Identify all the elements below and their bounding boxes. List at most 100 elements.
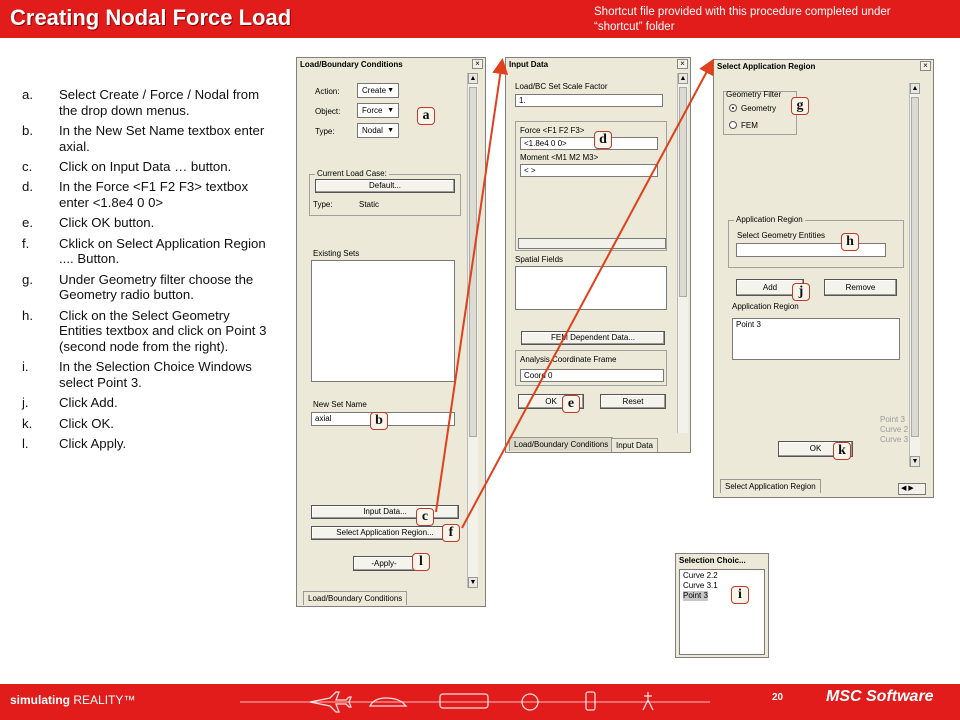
phone-icon [585,691,596,711]
region-item[interactable]: Point 3 [736,320,761,329]
step-text: Select Create / Force / Nodal from the d… [59,87,260,118]
scroll-down-icon[interactable]: ▼ [468,577,478,588]
step-text: Click OK button. [59,215,155,231]
msc-logo: MSC Software [826,688,934,705]
moment-field[interactable]: < > [520,164,658,177]
step-letter: j. [22,395,29,411]
sar-window: Select Application Region × Geometry Fil… [713,59,934,498]
load-case-label: Current Load Case: [315,169,389,178]
type-dropdown[interactable]: Nodal ▼ [357,123,399,138]
arrow-c-to-input-data [435,58,509,513]
list-item[interactable]: Curve 3.1 [683,581,718,590]
tab-input-data[interactable]: Input Data [611,438,658,452]
tab-lbc[interactable]: Load/Boundary Conditions [303,591,408,605]
callout-b: b [370,412,388,430]
acf-label: Analysis Coordinate Frame [520,355,617,364]
callout-g: g [791,97,809,115]
step-h: h. Click on the Select Geometry Entities … [22,308,274,355]
step-d: d.In the Force <F1 F2 F3> textbox enter … [22,179,274,210]
scale-factor-field[interactable]: 1. [515,94,663,107]
brand-thin: REALITY™ [73,693,136,707]
person-icon [642,692,654,711]
faint-text-1: Point 3 [880,415,905,424]
scroll-thumb[interactable] [679,87,687,297]
callout-k: k [833,442,851,460]
chevron-down-icon: ▼ [387,127,394,134]
fem-radio[interactable] [729,121,737,129]
scroll-thumb[interactable] [911,97,919,437]
footer-brand: simulating REALITY™ [10,693,135,707]
apply-button[interactable]: -Apply- [353,556,415,571]
acf-field[interactable]: Coord 0 [520,369,664,382]
choice-list[interactable]: Curve 2.2 Curve 3.1 Point 3 [679,569,765,655]
scroll-up-icon[interactable]: ▲ [678,73,688,84]
step-text: In the Force <F1 F2 F3> textbox enter <1… [59,179,249,210]
lbc-title: Load/Boundary Conditions [297,58,485,71]
scrollbar[interactable]: ▲ [677,73,688,433]
select-app-region-button[interactable]: Select Application Region... [311,526,459,540]
step-text: Cklick on Select Application Region ....… [59,235,266,267]
step-letter: h. [22,307,33,323]
geometry-radio[interactable] [729,104,737,112]
close-icon[interactable]: × [677,59,688,69]
step-i: i.In the Selection Choice Windows select… [22,359,274,390]
app-region-list[interactable]: Point 3 [732,318,900,360]
step-text: Click on Input Data … button. [59,158,232,174]
type2-value: Static [359,200,380,209]
callout-c: c [416,508,434,526]
moment-label: Moment <M1 M2 M3> [520,153,599,162]
step-letter: b. [22,122,33,138]
input-data-title: Input Data [506,58,690,71]
close-icon[interactable]: × [920,61,931,71]
object-value: Force [362,106,383,115]
list-item-selected[interactable]: Point 3 [683,591,708,601]
tab-sar[interactable]: Select Application Region [720,479,821,493]
scroll-up-icon[interactable]: ▲ [468,73,478,84]
chevron-down-icon: ▼ [387,107,394,114]
faint-text-2: Curve 2 [880,425,909,434]
callout-e: e [562,395,580,413]
close-icon[interactable]: × [472,59,483,69]
action-dropdown[interactable]: Create▼ [357,83,399,98]
type-value: Nodal [362,126,383,135]
remove-button[interactable]: Remove [824,279,897,296]
fem-dependent-button[interactable]: FEM Dependent Data... [521,331,665,345]
type-label: Type: [315,127,335,136]
tab-arrows[interactable]: ◀ ▶ [898,483,926,495]
step-e: e.Click OK button. [22,215,274,231]
step-l: l.Click Apply. [22,436,274,452]
force-field[interactable]: <1.8e4 0 0> [520,137,658,150]
step-letter: g. [22,271,33,287]
step-b: b.In the New Set Name textbox enter axia… [22,123,274,154]
object-label: Object: [315,107,341,116]
force-label: Force <F1 F2 F3> [520,126,585,135]
reset-button[interactable]: Reset [600,394,666,409]
app-region-group: Application Region [728,215,904,268]
scrollbar[interactable]: ▲ ▼ [909,83,920,467]
train-icon [439,693,489,709]
step-g: g. Under Geometry filter choose the Geome… [22,272,274,303]
step-text: Under Geometry filter choose the Geometr… [59,271,254,303]
object-dropdown[interactable]: Force ▼ [357,103,399,118]
add-button[interactable]: Add [736,279,804,296]
scroll-up-icon[interactable]: ▲ [910,83,920,94]
sar-title: Select Application Region [714,60,933,73]
scroll-down-icon[interactable]: ▼ [910,456,920,467]
callout-d: d [594,131,612,149]
new-set-name-label: New Set Name [313,400,367,409]
step-text: Click on the Select Geometry Entities te… [59,307,267,354]
h-scrollbar[interactable] [518,238,666,249]
action-label: Action: [315,87,340,96]
selection-choice-window: Selection Choic... Curve 2.2 Curve 3.1 P… [675,553,769,658]
airplane-icon [309,691,352,713]
callout-i: i [731,586,749,604]
step-text: Click Apply. [59,436,127,452]
step-text: Click OK. [59,415,114,431]
existing-sets-list[interactable] [311,260,455,382]
default-button[interactable]: Default... [315,179,455,193]
list-item[interactable]: Curve 2.2 [683,571,718,580]
step-text: Click Add. [59,395,118,411]
page-title: Creating Nodal Force Load [10,5,292,30]
brand-bold: simulating [10,693,71,707]
